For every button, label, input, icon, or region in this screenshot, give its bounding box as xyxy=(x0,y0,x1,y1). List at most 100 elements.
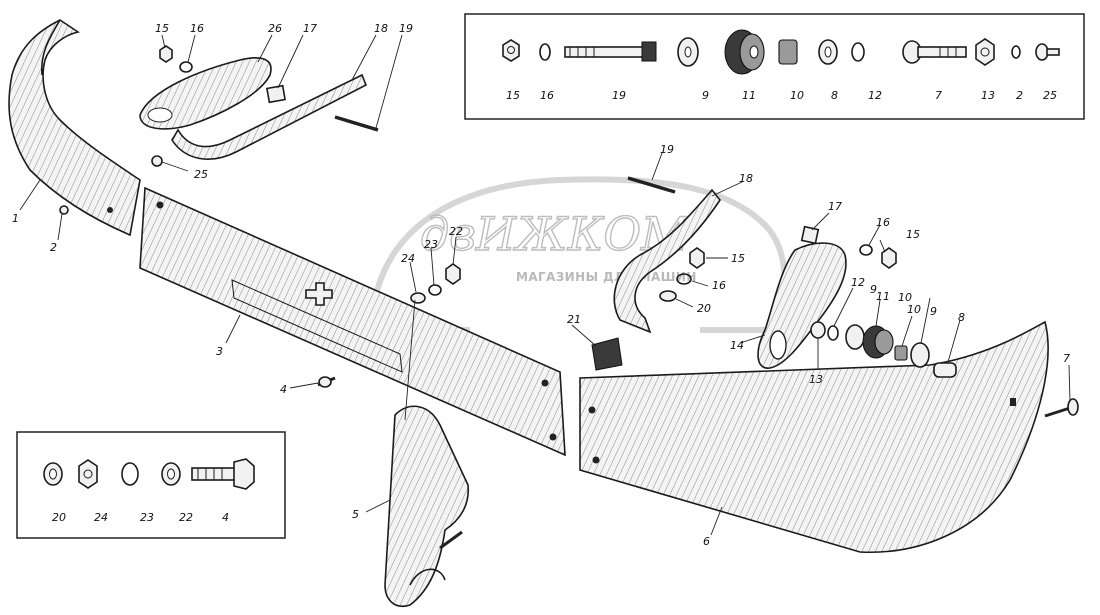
inset-screw-25 xyxy=(1035,43,1060,61)
callout-16a: 16 xyxy=(190,22,204,35)
callout-15b: 15 xyxy=(731,252,745,265)
bumper-left-end xyxy=(8,19,141,237)
inset-grommet-11 xyxy=(724,29,765,75)
inset-nut-13 xyxy=(975,38,995,66)
washer-2-left xyxy=(59,205,69,215)
inset-bottom-label: 4 xyxy=(222,511,229,524)
strap-right-18 xyxy=(613,188,721,334)
inset-top-frame xyxy=(464,13,1085,120)
inset-top-hardware: 15 16 19 9 11 10 8 12 7 13 2 25 xyxy=(464,13,1085,120)
inset-top-label: 8 xyxy=(831,89,838,102)
inset-bolt-7 xyxy=(902,40,967,64)
callout-21: 21 xyxy=(567,313,581,326)
callout-5: 5 xyxy=(352,508,359,521)
screw-25-left xyxy=(151,155,163,167)
bumper-right-end xyxy=(579,320,1049,554)
callout-15c: 15 xyxy=(906,228,920,241)
washer-16-left xyxy=(179,61,193,73)
bolt-7-right xyxy=(1044,398,1079,418)
inset-top-label: 13 xyxy=(981,89,995,102)
callout-22: 22 xyxy=(449,225,463,238)
grommet-11-right xyxy=(862,325,894,359)
callout-11: 11 xyxy=(876,290,890,303)
inset-top-label: 15 xyxy=(506,89,520,102)
callout-7: 7 xyxy=(1063,352,1070,365)
inset-top-labels: 15 16 19 9 11 10 8 12 7 13 2 25 xyxy=(506,89,1057,102)
inset-bushing-10 xyxy=(778,39,798,65)
bolt-4-center xyxy=(317,376,336,388)
callout-17b: 17 xyxy=(828,200,842,213)
watermark-tagline: МАГАЗИНЫ ДЛЯ МАШИН xyxy=(516,270,697,284)
washer-24-center xyxy=(410,292,426,304)
inset-bottom-label: 20 xyxy=(52,511,66,524)
inset-lockwasher-23 xyxy=(121,462,139,486)
clamp-17-right xyxy=(800,225,820,245)
bushing-10-right xyxy=(894,345,908,361)
inset-top-label: 11 xyxy=(742,89,756,102)
spacer-8-right xyxy=(933,362,957,378)
washer-16-far-right xyxy=(859,244,873,256)
bumper-center-emblem xyxy=(305,282,333,306)
inset-lockwasher-16 xyxy=(539,43,551,61)
bumper-center-bar xyxy=(139,186,566,457)
bolt-13-right xyxy=(810,321,826,339)
callout-26: 26 xyxy=(268,22,282,35)
inset-top-label: 10 xyxy=(790,89,804,102)
inset-top-label: 9 xyxy=(702,89,709,102)
nut-15-right xyxy=(689,247,705,269)
inset-top-label: 16 xyxy=(540,89,554,102)
washer-20-right xyxy=(659,290,677,302)
washer-12-right xyxy=(827,325,839,341)
watermark: двИЖКОМ МАГАЗИНЫ ДЛЯ МАШИН xyxy=(369,176,788,333)
inset-top-label: 7 xyxy=(935,89,942,102)
bolt-19-right xyxy=(627,176,676,194)
inset-bottom-label: 23 xyxy=(140,511,154,524)
clamp-17-left xyxy=(265,84,287,104)
washer-9-right-a xyxy=(845,324,865,350)
inset-bolt-19 xyxy=(564,41,657,62)
callout-13: 13 xyxy=(809,373,823,386)
inset-nut-15 xyxy=(502,39,520,62)
inset-washer-2 xyxy=(1011,45,1021,59)
callout-8: 8 xyxy=(958,311,965,324)
inset-lockwasher-12 xyxy=(851,42,865,62)
callout-20: 20 xyxy=(697,302,711,315)
callout-17a: 17 xyxy=(303,22,317,35)
callout-10b: 10 xyxy=(907,303,921,316)
inset-top-label: 2 xyxy=(1016,89,1023,102)
inset-bottom-hardware: 20 24 23 22 4 xyxy=(16,431,286,539)
callout-3: 3 xyxy=(216,345,223,358)
washer-23-center xyxy=(428,284,442,296)
inset-bottom-labels: 20 24 23 22 4 xyxy=(52,511,229,524)
washer-9-right-b xyxy=(910,342,930,368)
inset-bolt-4 xyxy=(191,458,255,490)
callout-1: 1 xyxy=(12,212,19,225)
inset-top-label: 19 xyxy=(612,89,626,102)
strap-left-18 xyxy=(171,73,368,160)
callout-24: 24 xyxy=(401,252,415,265)
nut-22-center xyxy=(445,263,461,285)
callout-6: 6 xyxy=(703,535,710,548)
callout-16b: 16 xyxy=(712,279,726,292)
leader-lines xyxy=(19,34,1071,536)
bolt-19-left xyxy=(334,115,379,132)
inset-top-label: 12 xyxy=(868,89,882,102)
callout-19b: 19 xyxy=(660,143,674,156)
callout-9b: 9 xyxy=(930,305,937,318)
inset-top-label: 25 xyxy=(1043,89,1057,102)
callout-labels: 1 2 3 4 5 6 7 8 9 9 10 10 11 12 13 14 15… xyxy=(12,22,1070,548)
callout-14: 14 xyxy=(730,339,744,352)
nut-15-left xyxy=(159,45,173,63)
bumper-overrider xyxy=(384,405,470,607)
callout-12: 12 xyxy=(851,276,865,289)
inset-bottom-label: 22 xyxy=(179,511,193,524)
callout-19a: 19 xyxy=(399,22,413,35)
callout-10a: 10 xyxy=(898,291,912,304)
callout-16c: 16 xyxy=(876,216,890,229)
callout-15a: 15 xyxy=(155,22,169,35)
callout-2: 2 xyxy=(50,241,57,254)
inset-bottom-frame xyxy=(16,431,286,539)
callout-4: 4 xyxy=(280,383,287,396)
bracket-left-26 xyxy=(139,57,272,130)
